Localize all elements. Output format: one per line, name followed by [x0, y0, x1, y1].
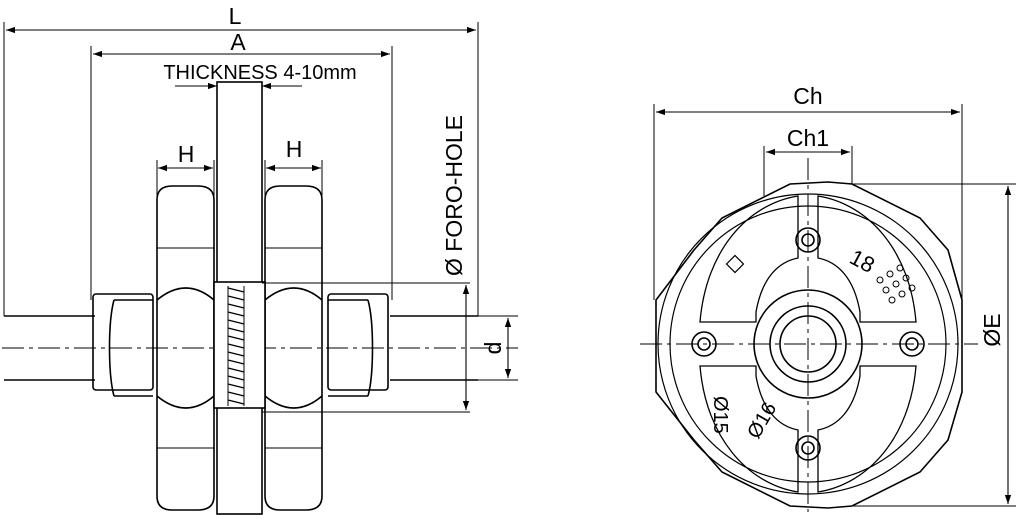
end-fitting-left [92, 293, 154, 397]
quadrant-recesses [699, 195, 917, 493]
front-view [640, 104, 1016, 512]
label-L: L [229, 3, 242, 29]
label-oe: ØE [979, 313, 1005, 346]
label-ch1: Ch1 [787, 125, 829, 151]
label-h-right: H [286, 136, 303, 162]
dot-grid-mark [876, 264, 916, 304]
end-fitting-right [327, 293, 389, 397]
label-h-left: H [178, 141, 195, 167]
side-view [2, 22, 518, 515]
pipe-left [4, 315, 95, 381]
flange-outline [655, 181, 963, 509]
hex-nut-right [264, 185, 323, 511]
mark-o15: Ø15 [709, 396, 731, 434]
label-ch: Ch [793, 83, 822, 109]
mark-18: 18 [846, 244, 879, 278]
mark-o16: Ø16 [743, 399, 781, 443]
label-foro-hole: Ø FORO-HOLE [441, 115, 467, 276]
diamond-mark [725, 254, 745, 274]
hex-nut-left [156, 185, 215, 511]
extension-lines [3, 22, 518, 381]
label-A: A [230, 29, 246, 55]
front-extension-lines [653, 104, 1016, 507]
label-thickness: THICKNESS 4-10mm [163, 62, 356, 84]
label-d: d [480, 342, 506, 355]
threaded-body [213, 281, 266, 409]
